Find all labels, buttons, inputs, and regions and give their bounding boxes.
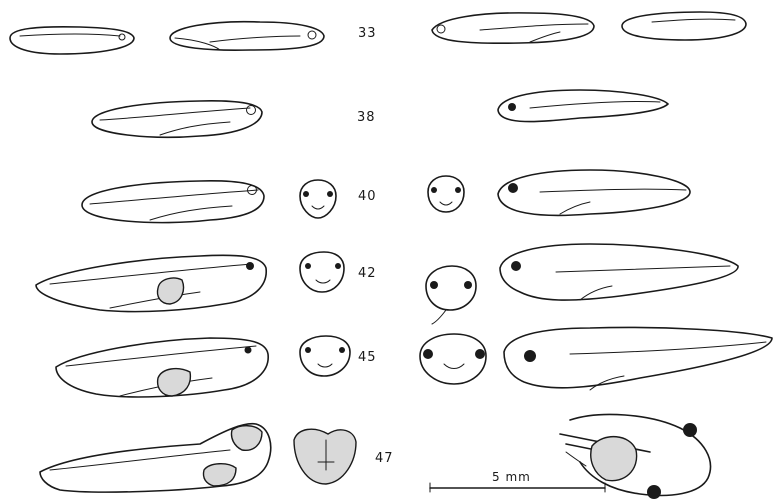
eye-icon: [508, 103, 516, 111]
larva-stage-40-right: [498, 170, 690, 215]
head-front-stage-42-left: [300, 252, 344, 292]
gut: [203, 464, 236, 486]
embryo-stage-33-right-a: [432, 13, 594, 43]
yolk-sac: [158, 278, 184, 304]
larva-stage-42-left: [36, 255, 266, 311]
head-front-stage-40-right: [428, 176, 464, 212]
embryo-stage-33-left-a: [10, 27, 134, 54]
embryo-stage-33-left-b: [170, 22, 324, 50]
gut: [591, 437, 637, 481]
eye-icon: [511, 261, 521, 271]
stage-label-45: 45: [358, 350, 377, 365]
stage-label-47: 47: [375, 451, 394, 466]
stage-label-38: 38: [357, 110, 376, 125]
larva-stage-40-left: [82, 181, 264, 223]
larva-stage-38-left: [92, 101, 262, 137]
eye-icon: [246, 262, 254, 270]
eye-icon: [437, 25, 445, 33]
eye-icon: [524, 350, 536, 362]
larva-stage-47-left: [40, 424, 271, 492]
yolk-sac: [158, 369, 191, 396]
larva-stage-38-right: [498, 90, 668, 122]
larva-stage-45-right: [504, 327, 772, 390]
scale-bar: 5 mm: [430, 470, 605, 492]
head-front-stage-47-left: [294, 429, 356, 484]
scale-bar-label: 5 mm: [492, 470, 531, 484]
larva-stage-45-left: [56, 338, 268, 397]
eye-icon: [308, 31, 316, 39]
head-front-stage-45-right: [420, 334, 486, 384]
head-front-stage-42-right: [426, 266, 476, 324]
larva-stage-42-right: [500, 244, 738, 300]
stage-label-42: 42: [358, 266, 377, 281]
head-front-stage-45-left: [300, 336, 350, 376]
stage-label-33: 33: [358, 26, 377, 41]
eye-icon: [683, 423, 697, 437]
eye-icon: [247, 106, 256, 115]
eye-icon: [647, 485, 661, 499]
head-front-stage-40-left: [300, 180, 336, 218]
stage-label-40: 40: [358, 189, 377, 204]
eye-icon: [245, 347, 252, 354]
eye-icon: [508, 183, 518, 193]
larva-stage-47-right: [560, 414, 710, 499]
eye-icon: [119, 34, 125, 40]
embryo-stage-33-right-b: [622, 12, 746, 40]
head-shading: [231, 426, 262, 451]
